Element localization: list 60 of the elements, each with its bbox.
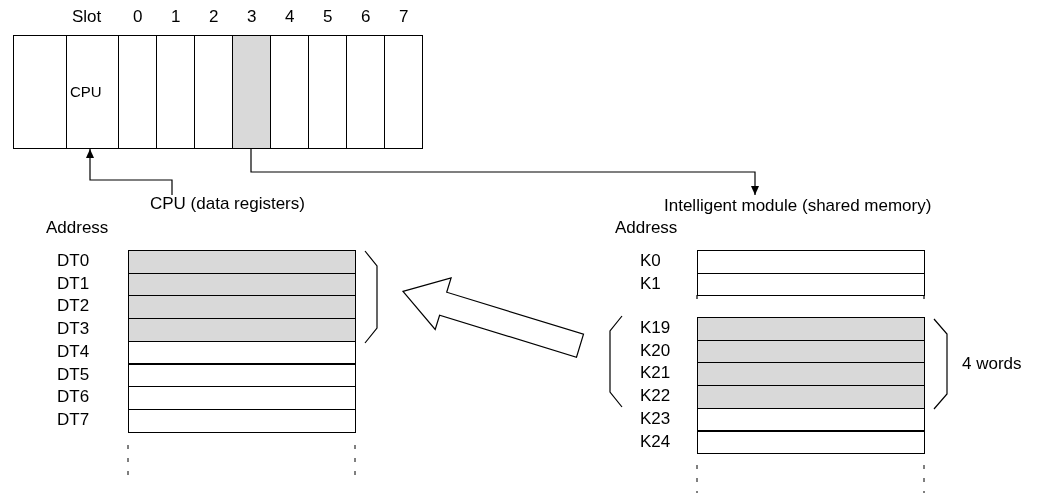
register-row [697, 430, 925, 455]
slot-number: 2 [209, 8, 219, 26]
register-row [697, 317, 925, 341]
address-label: K1 [640, 274, 661, 293]
slot-module [13, 35, 67, 149]
slot-heading: Slot [72, 8, 102, 26]
slot-number: 4 [285, 8, 295, 26]
address-heading: Address [615, 219, 678, 237]
address-label: K23 [640, 409, 671, 428]
transfer-arrow [401, 277, 585, 358]
slot-number: 6 [361, 8, 371, 26]
module-caption: CPU (data registers) [150, 195, 305, 213]
slot-number: 3 [247, 8, 257, 26]
address-heading: Address [46, 219, 109, 237]
address-label: K0 [640, 252, 661, 270]
register-row [128, 408, 356, 433]
address-label: DT6 [57, 388, 90, 407]
cpu-slot [66, 35, 119, 149]
register-row [128, 272, 356, 297]
address-label: K21 [640, 364, 671, 383]
arrow [86, 148, 173, 196]
slot-number: 5 [323, 8, 333, 26]
register-row [697, 362, 925, 387]
slot-module [118, 35, 157, 149]
slot-module [194, 35, 233, 149]
address-label: DT5 [57, 365, 90, 384]
register-row [128, 340, 356, 365]
address-label: DT2 [57, 297, 90, 316]
slot-number: 0 [133, 8, 143, 26]
register-row [697, 339, 925, 364]
register-row [697, 250, 925, 274]
register-row [128, 386, 356, 410]
slot-number: 1 [171, 8, 181, 26]
address-label: K19 [640, 319, 671, 337]
address-label: K20 [640, 341, 671, 360]
slot-module [270, 35, 309, 149]
register-row [697, 385, 925, 409]
address-label: DT0 [57, 252, 90, 270]
address-label: K24 [640, 432, 671, 451]
register-row [128, 295, 356, 320]
slot-module [232, 35, 271, 149]
register-row [128, 250, 356, 274]
slot-module [346, 35, 385, 149]
register-row [128, 318, 356, 342]
slot-module [308, 35, 347, 149]
slot-module [156, 35, 195, 149]
address-label: DT7 [57, 410, 90, 429]
address-label: K22 [640, 387, 671, 406]
address-label: DT3 [57, 320, 90, 339]
slot-label: CPU [70, 82, 102, 101]
address-label: DT4 [57, 342, 90, 361]
register-row [128, 363, 356, 388]
register-row [697, 407, 925, 432]
slot-number: 7 [399, 8, 409, 26]
module-caption: Intelligent module (shared memory) [664, 197, 932, 215]
word-count-label: 4 words [962, 355, 1022, 373]
slot-module [384, 35, 423, 149]
address-label: DT1 [57, 274, 90, 293]
arrow [250, 148, 759, 196]
register-row [697, 272, 925, 297]
